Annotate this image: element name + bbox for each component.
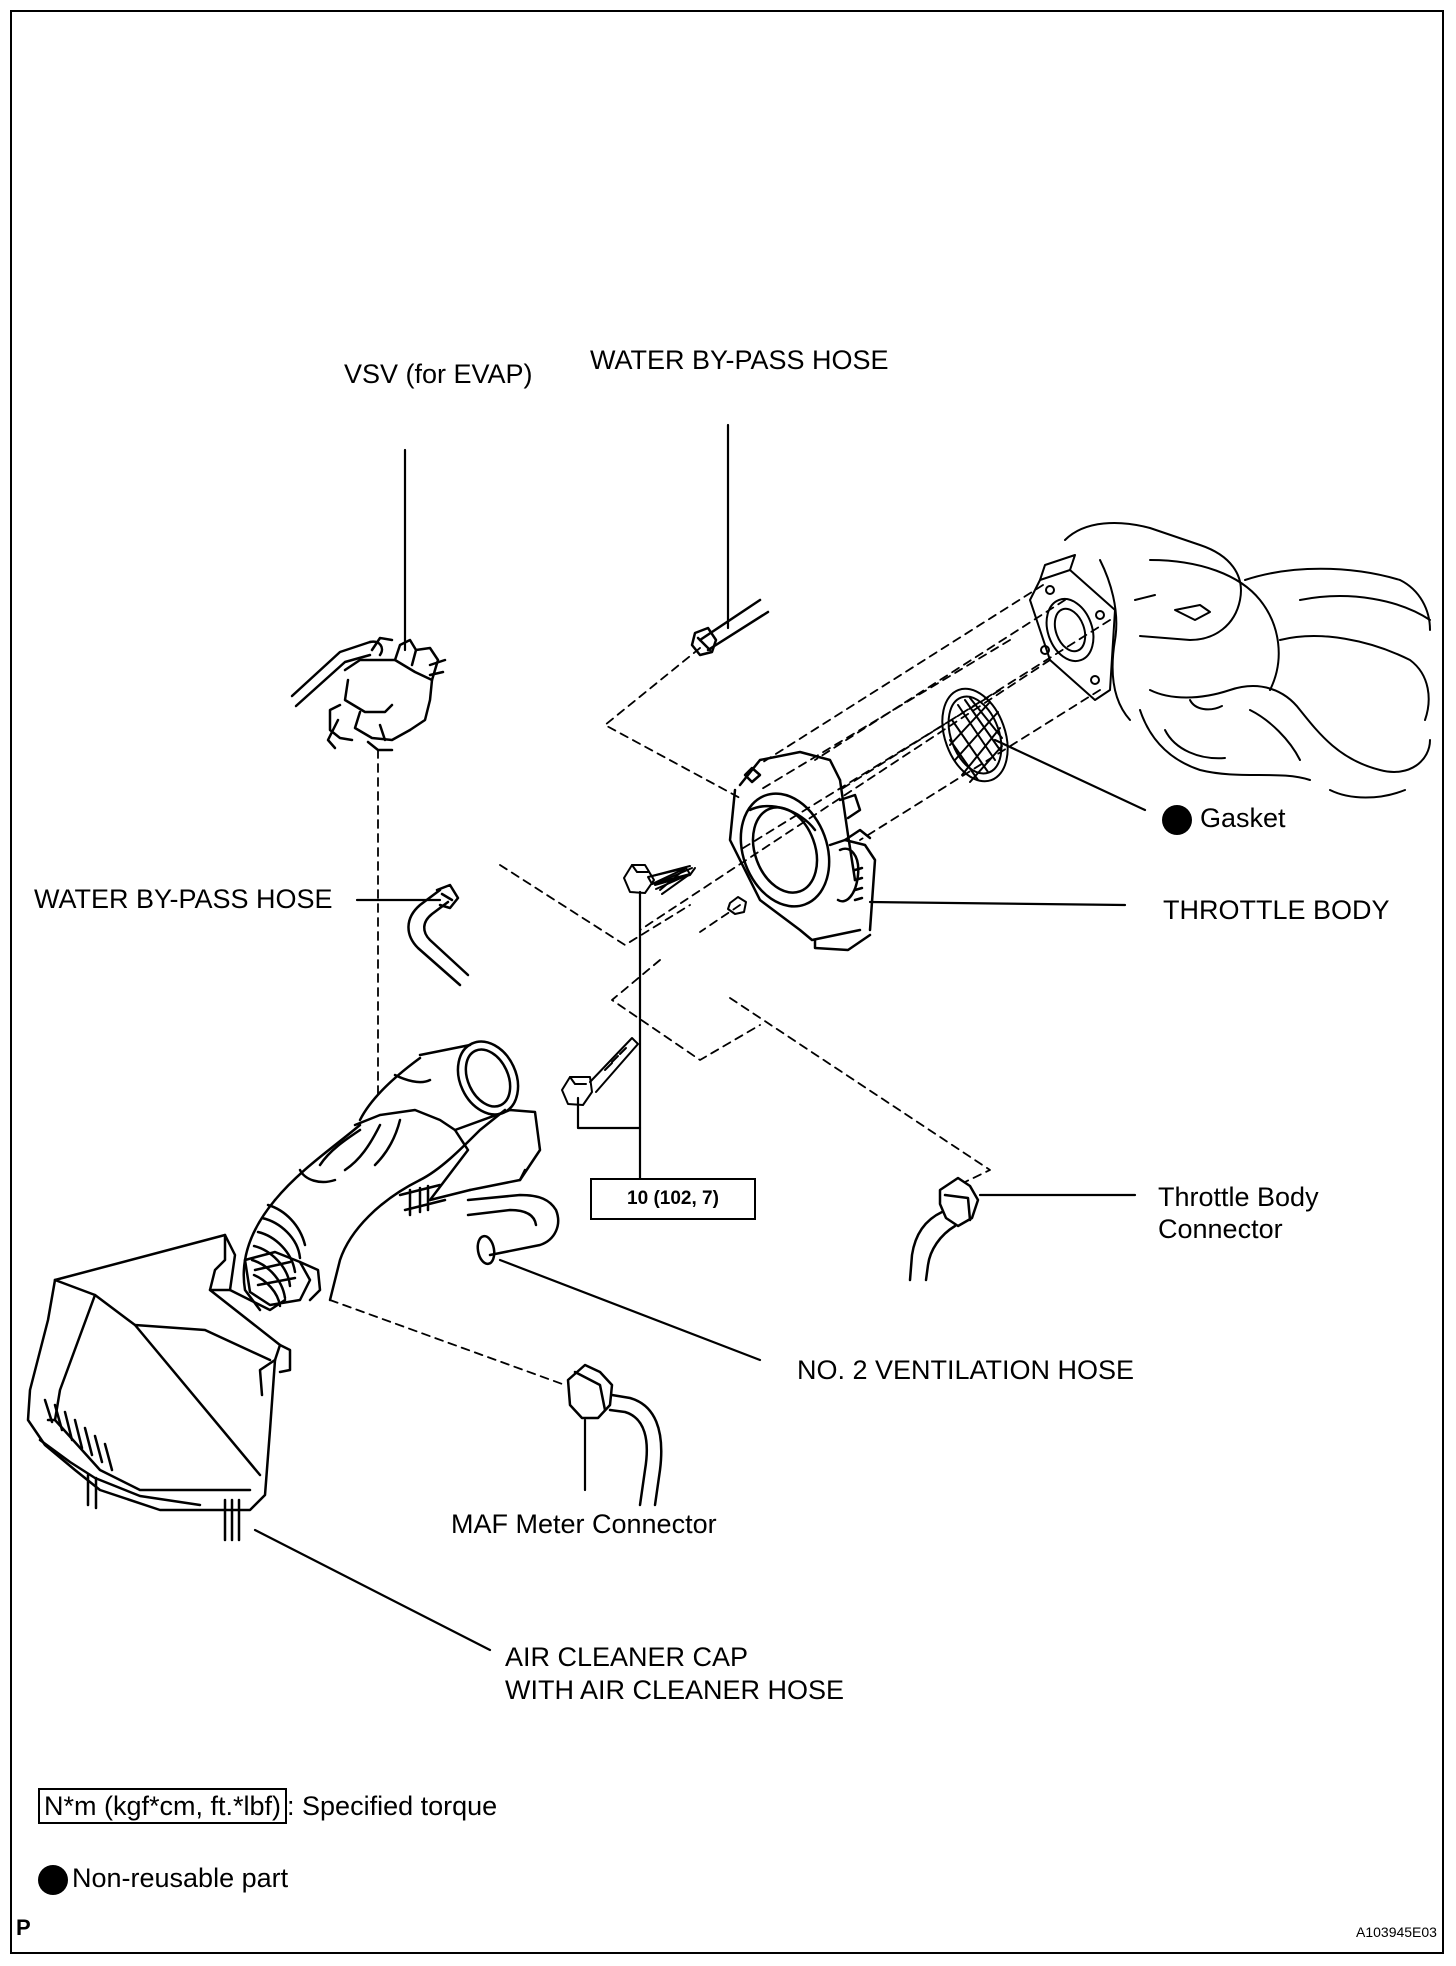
air-cleaner-hose-drawing [242, 1040, 542, 1312]
throttle-body-drawing [728, 750, 877, 952]
filled-circle-icon [38, 1864, 68, 1895]
footer-left-mark: P [16, 1915, 31, 1940]
air-cleaner-cap-drawing [26, 1233, 322, 1542]
legend-nonreusable: Non-reusable part [38, 1862, 288, 1895]
bolt-upper-shank [651, 865, 693, 890]
ventilation-hose-drawing [398, 1183, 560, 1266]
throttle-body-label: THROTTLE BODY [1163, 895, 1390, 925]
torque-value-box: 10 (102, 7) [590, 1178, 756, 1220]
throttle-body-connector-label-line1: Throttle Body [1158, 1182, 1319, 1212]
filled-circle-icon [1162, 804, 1192, 835]
bolt-lower-drawing [561, 1037, 639, 1106]
gasket-drawing [941, 687, 1009, 783]
gasket-label-text: Gasket [1200, 803, 1286, 833]
vsv-drawing [290, 636, 447, 752]
legend-nonreusable-desc: Non-reusable part [72, 1863, 289, 1893]
maf-connector-drawing [566, 1363, 663, 1507]
air-cleaner-label-line2: WITH AIR CLEANER HOSE [505, 1675, 845, 1705]
figure-code: A103945E03 [1356, 1924, 1437, 1940]
water-bypass-hose-left-label: WATER BY-PASS HOSE [34, 884, 333, 914]
vsv-label: VSV (for EVAP) [344, 359, 533, 389]
diagram-frame [10, 10, 1444, 1954]
legend-torque-unit: N*m (kgf*cm, ft.*lbf) [38, 1788, 288, 1824]
intake-manifold-drawing [1029, 522, 1431, 799]
throttle-body-connector-label-line2: Connector [1158, 1214, 1283, 1244]
nut-drawing [727, 896, 747, 915]
water-bypass-hose-left-drawing [407, 883, 470, 987]
gasket-label: Gasket [1162, 802, 1286, 835]
air-cleaner-label-line1: AIR CLEANER CAP [505, 1642, 749, 1672]
assembly-dashed-lines [329, 584, 1111, 1386]
no2-ventilation-hose-label: NO. 2 VENTILATION HOSE [797, 1355, 1135, 1385]
water-bypass-hose-top-label: WATER BY-PASS HOSE [590, 345, 889, 375]
maf-connector-label: MAF Meter Connector [451, 1509, 717, 1539]
throttle-body-connector-drawing [908, 1176, 980, 1282]
legend-torque-desc: : Specified torque [287, 1791, 498, 1821]
leader-lines [253, 423, 1147, 1652]
water-bypass-hose-top-drawing [690, 598, 770, 657]
legend-torque: N*m (kgf*cm, ft.*lbf): Specified torque [38, 1788, 497, 1824]
